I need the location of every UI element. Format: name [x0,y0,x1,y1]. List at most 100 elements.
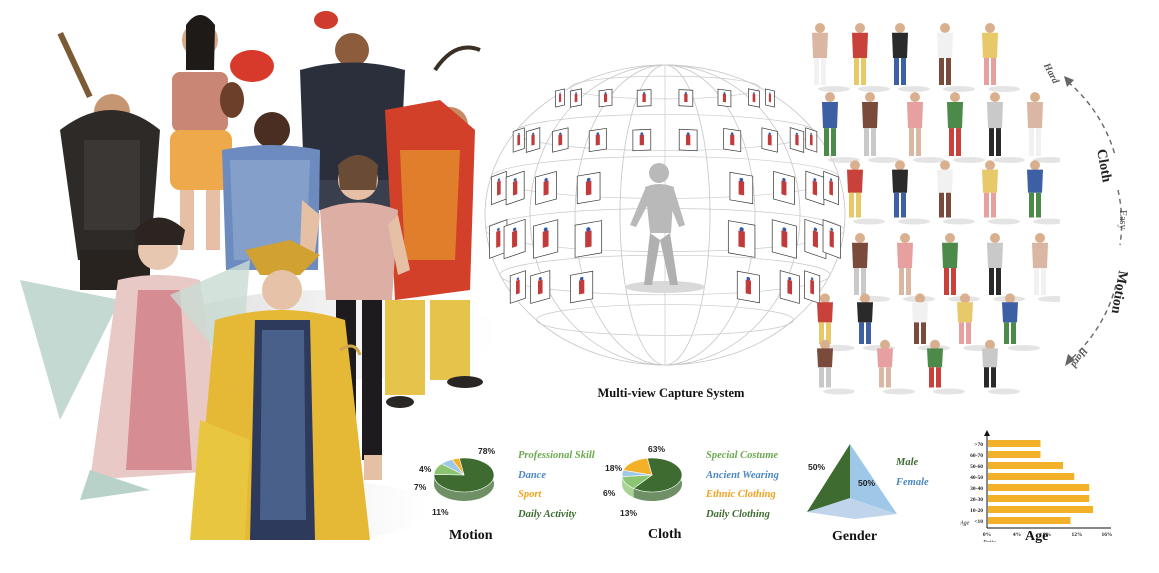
performer-empress [190,240,370,540]
gallery-person [927,339,965,395]
gallery-person [942,233,980,302]
dome-cameras [489,88,841,304]
gallery-person [1027,92,1060,163]
age-bar-10-20 [988,506,1093,513]
gallery-person [852,233,890,302]
gender-legend: Male Female [896,453,929,493]
camera-view-frame [748,88,760,108]
camera-view-frame [505,170,525,206]
pie-slice-daily-activity [433,457,495,493]
camera-view-frame [729,171,754,205]
gallery-person [982,160,1020,225]
performer-collage [20,11,500,540]
gallery-person [817,293,855,351]
gallery-person [1002,293,1040,351]
gallery-person [937,160,975,225]
gender-pyramid-chart [807,444,897,519]
camera-view-frame [535,170,557,206]
camera-view-frame [717,88,732,108]
performer-red-costume [385,45,483,408]
age-bar-<10 [988,517,1071,524]
gallery-person [987,233,1025,302]
gallery-person [907,92,945,163]
camera-view-frame [509,270,526,304]
dome-longitude-line [484,64,846,366]
camera-view-frame [727,220,756,258]
gallery-person [817,339,855,395]
gallery-person [892,23,930,92]
camera-view-frame [533,219,559,259]
age-x-tick: 0% [983,532,991,538]
age-bar-60-70 [988,451,1041,458]
camera-view-frame [574,220,603,258]
age-bar-30-40 [988,484,1090,491]
age-chart-title: Age [1025,529,1049,544]
camera-view-frame [823,170,839,206]
camera-view-frame [678,89,694,107]
center-subject-figure [625,163,705,293]
arc-easy-label: Easy [1117,210,1128,230]
gallery-figures [812,23,1060,395]
camera-view-frame [804,270,821,304]
arc-dashed-mid [1117,189,1123,246]
gallery-person [982,23,1020,92]
age-category-label: <10 [974,519,983,525]
age-bar-50-60 [988,462,1063,469]
age-category-label: 60-70 [970,453,983,459]
camera-view-frame [570,270,594,304]
camera-view-frame [588,127,607,153]
camera-view-frame [779,270,800,304]
camera-view-frame [512,127,525,153]
age-category-label: 30-40 [970,486,983,492]
gallery-person [812,23,850,92]
camera-view-frame [761,127,778,153]
motion-pct-4: 4% [419,464,432,474]
capture-system-title: Multi-view Capture System [597,386,745,400]
gender-base [807,498,897,519]
camera-view-frame [525,127,541,153]
gender-male-face [807,444,850,512]
legend-daily-clothing: Daily Clothing [706,508,770,520]
gallery-person [947,92,985,163]
age-bar->70 [988,440,1041,447]
camera-view-frame [636,89,652,107]
legend-dance: Dance [518,469,546,481]
legend-male: Male [896,457,919,468]
motion-pie-chart [433,457,495,501]
camera-view-frame [765,88,775,108]
camera-view-frame [598,88,613,108]
age-x-tick: 8% [1043,532,1051,538]
camera-view-frame [804,218,827,260]
cloth-pie-chart [621,457,683,501]
camera-view-frame [576,171,601,205]
gallery-person [847,160,885,225]
cloth-pct-6: 6% [603,488,616,498]
gallery-person [1027,160,1060,225]
arrow-down-icon [1065,354,1075,366]
performer-floral-shirt [222,112,320,270]
gender-chart-title: Gender [832,529,878,544]
cloth-pct-13: 13% [620,508,638,518]
cloth-pct-18: 18% [605,463,623,473]
camera-view-frame [570,88,582,108]
performer-boxer [170,15,274,250]
gender-female-face [850,444,897,514]
pie-slice-ethnic-clothing [622,457,653,476]
motion-legend: Professional Skill Dance Sport Daily Act… [518,446,595,524]
cloth-chart-title: Cloth [648,527,682,542]
age-x-tick: 4% [1013,532,1021,538]
gender-pct-male: 50% [808,462,826,472]
gallery-person [987,92,1025,163]
gallery-person [1032,233,1060,302]
arc-dashed-top [1067,81,1116,156]
age-bar-chart: >7060-7050-6040-5030-4020-3010-20<100%4%… [959,430,1113,542]
age-axis-x-label: Ratio [982,540,996,542]
legend-female: Female [896,477,929,488]
capture-dome [484,64,846,366]
legend-daily-activity: Daily Activity [518,508,577,520]
motion-pct-78: 78% [478,446,496,456]
age-bar-20-30 [988,495,1090,502]
age-bar-40-50 [988,473,1075,480]
gallery-person [862,92,900,163]
camera-view-frame [771,219,797,259]
